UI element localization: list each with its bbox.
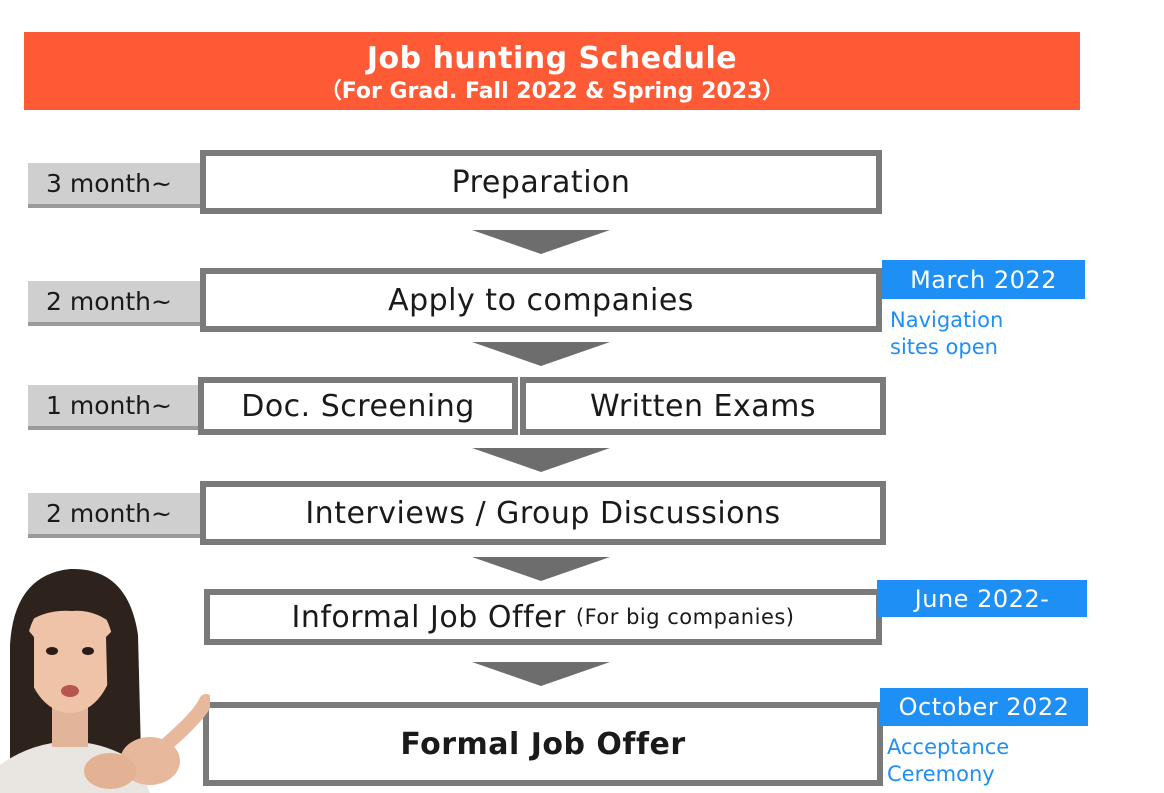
step-written-exams-label: Written Exams bbox=[590, 388, 816, 424]
note-acceptance-line1: Acceptance bbox=[887, 735, 1010, 759]
note-navigation-line1: Navigation bbox=[890, 308, 1004, 332]
step-written-exams: Written Exams bbox=[520, 377, 886, 435]
step-apply-label: Apply to companies bbox=[388, 282, 694, 318]
step-informal-offer-note: (For big companies) bbox=[575, 605, 795, 629]
presenter-video-overlay bbox=[0, 568, 210, 793]
duration-tag-preparation: 3 month~ bbox=[28, 163, 200, 208]
flow-arrow-5 bbox=[472, 662, 610, 686]
step-interviews: Interviews / Group Discussions bbox=[200, 481, 886, 545]
title-banner: Job hunting Schedule （For Grad. Fall 202… bbox=[24, 32, 1080, 110]
flow-arrow-2 bbox=[472, 342, 610, 366]
flow-arrow-4 bbox=[472, 557, 610, 581]
step-formal-offer: Formal Job Offer bbox=[203, 702, 883, 786]
step-informal-offer-label: Informal Job Offer bbox=[291, 599, 566, 635]
step-preparation: Preparation bbox=[200, 150, 882, 214]
duration-tag-screening: 1 month~ bbox=[28, 385, 198, 430]
note-navigation-sites: Navigation sites open bbox=[890, 307, 1003, 361]
date-tag-june-2022: June 2022- bbox=[877, 580, 1087, 617]
flow-arrow-1 bbox=[472, 230, 610, 254]
step-interviews-label: Interviews / Group Discussions bbox=[305, 495, 781, 531]
step-doc-screening-label: Doc. Screening bbox=[241, 388, 475, 424]
page-subtitle: （For Grad. Fall 2022 & Spring 2023） bbox=[319, 79, 785, 104]
note-acceptance-line2: Ceremony bbox=[887, 762, 995, 786]
note-acceptance-ceremony: Acceptance Ceremony bbox=[887, 734, 1009, 788]
date-tag-october-2022: October 2022 bbox=[880, 688, 1088, 726]
duration-tag-apply: 2 month~ bbox=[28, 281, 200, 326]
note-navigation-line2: sites open bbox=[890, 335, 998, 359]
step-informal-offer: Informal Job Offer (For big companies) bbox=[204, 589, 882, 645]
duration-tag-interviews: 2 month~ bbox=[28, 493, 200, 538]
step-doc-screening: Doc. Screening bbox=[198, 377, 518, 435]
step-apply: Apply to companies bbox=[200, 268, 882, 332]
step-formal-offer-label: Formal Job Offer bbox=[400, 726, 686, 762]
step-preparation-label: Preparation bbox=[451, 164, 631, 200]
flow-arrow-3 bbox=[472, 448, 610, 472]
date-tag-march-2022: March 2022 bbox=[882, 260, 1085, 299]
page-title: Job hunting Schedule bbox=[366, 41, 738, 76]
